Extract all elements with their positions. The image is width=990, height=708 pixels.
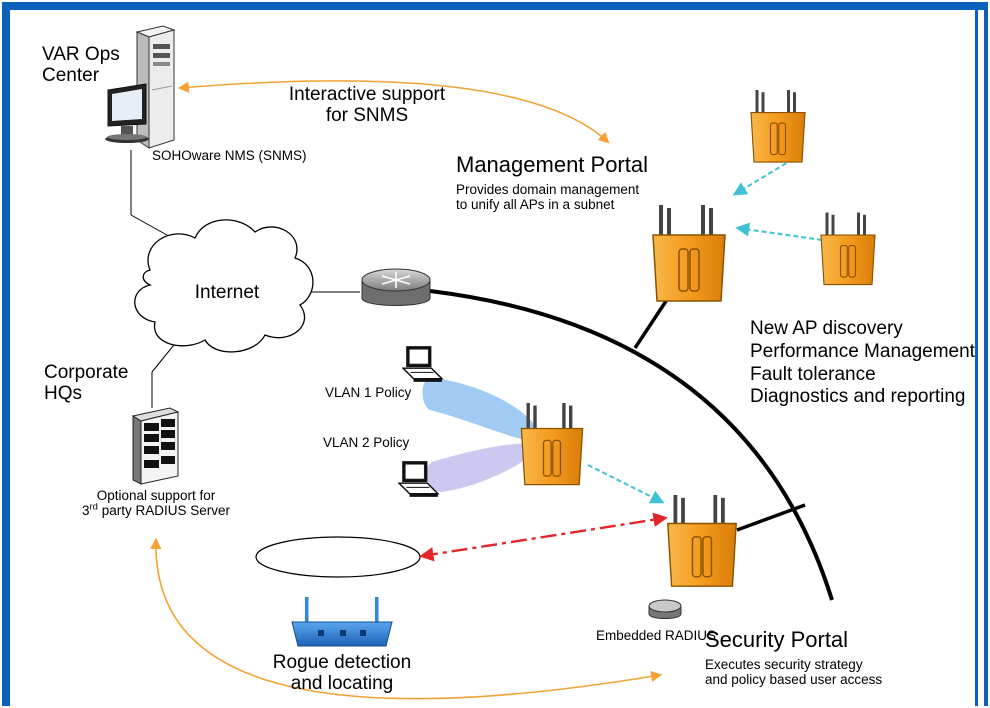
interactive-support-arrow xyxy=(177,80,610,144)
radius-support-arrow xyxy=(150,537,663,700)
radius-disk-icon xyxy=(648,599,682,619)
internet-label: Internet xyxy=(194,282,260,303)
interactive-support-label: Interactive support for SNMS xyxy=(288,84,446,127)
management-portal-title: Management Portal xyxy=(456,152,648,177)
ap-feature-item: Performance Management xyxy=(750,340,975,362)
rogue-detection-label: Rogue detection and locating xyxy=(272,652,412,695)
vlan1-beam xyxy=(422,378,540,443)
vlan1-policy-label: VLAN 1 Policy xyxy=(325,385,412,400)
vlan2-policy-label: VLAN 2 Policy xyxy=(323,435,410,450)
ap-feature-item: New AP discovery xyxy=(750,318,903,339)
security-portal-title: Security Portal xyxy=(705,627,849,652)
mgmt-portal-link xyxy=(633,294,672,349)
internet-cloud-icon xyxy=(134,219,314,353)
management-portal-description: Provides domain management to unify all … xyxy=(456,182,640,213)
ap-feature-item: Fault tolerance xyxy=(750,363,876,385)
embedded-radius-label: Embedded RADIUS xyxy=(596,628,717,643)
corporate-hqs-label: Corporate HQs xyxy=(44,362,129,405)
sohoware-nms-label: SOHOware NMS (SNMS) xyxy=(152,148,307,163)
vlan2-beam xyxy=(426,443,535,492)
security-portal-link xyxy=(736,503,806,532)
monitor-icon xyxy=(105,83,149,143)
discovery-arrow-2 xyxy=(735,222,823,241)
backbone-arc xyxy=(429,289,834,601)
ap-features-list: New AP discovery Performance Management … xyxy=(750,318,975,409)
ap-feature-item: Diagnostics and reporting xyxy=(750,386,966,408)
rogue-access-point-icon xyxy=(291,597,393,647)
router-icon xyxy=(361,268,431,306)
vlan-ap-to-security-arrow xyxy=(587,464,665,504)
server-rack-icon xyxy=(131,407,180,485)
rogue-detection-arrow xyxy=(419,512,668,562)
radius-optional-label: Optional support for 3rd party RADIUS Se… xyxy=(82,488,230,519)
security-portal-description: Executes security strategy and policy ba… xyxy=(705,657,883,688)
var-ops-center-label: VAR Ops Center xyxy=(42,44,120,87)
